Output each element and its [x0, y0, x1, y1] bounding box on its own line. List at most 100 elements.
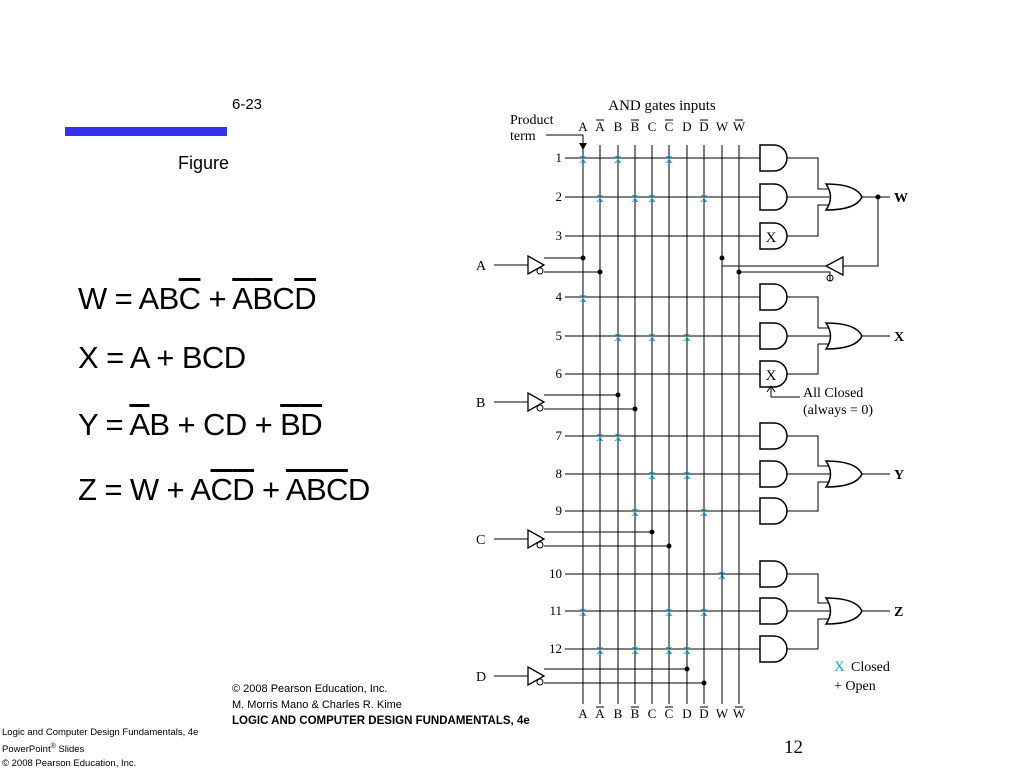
closed-x-mark: x — [683, 642, 691, 658]
literal-a: A — [138, 281, 159, 316]
closed-x-mark: x — [665, 642, 673, 658]
row-label-1: 1 — [556, 150, 563, 165]
plus-sign: + — [246, 407, 281, 442]
equation-y: Y = AB + CD + BD — [78, 407, 323, 443]
and-gate — [759, 222, 788, 250]
closed-x-mark: x — [631, 642, 639, 658]
or-input-wire — [787, 343, 830, 375]
junction-dot — [597, 269, 603, 275]
junction-dot — [719, 255, 725, 261]
and-gate — [759, 322, 788, 350]
and-gate — [759, 597, 788, 625]
closed-x-mark: x — [631, 190, 639, 206]
literal-c: C — [201, 340, 224, 375]
equation-lhs: X = — [78, 340, 130, 375]
or-input-wire — [787, 618, 830, 650]
literal-a-bar: A — [129, 407, 150, 442]
column-label-b-bottom: B — [614, 706, 623, 721]
closed-x-mark: x — [648, 467, 656, 483]
equation-lhs: Z = — [78, 472, 130, 507]
column-label-w-bar-bottom: W — [733, 706, 746, 721]
junction-dot — [580, 255, 586, 261]
literal-c: C — [203, 407, 225, 442]
and-gate — [759, 635, 788, 663]
input-buffer — [527, 665, 546, 687]
literal-b-bar: B — [252, 281, 273, 316]
figure-number: 6-23 — [232, 96, 263, 113]
column-label-b-bar-bottom: B — [631, 706, 640, 721]
row-label-10: 10 — [549, 566, 562, 581]
literal-b: B — [149, 407, 170, 442]
row-label-12: 12 — [549, 641, 562, 656]
junction-dot — [736, 269, 742, 275]
or-input-wire — [787, 296, 830, 329]
literal-a-bar: A — [232, 281, 253, 316]
junction-dot — [684, 666, 690, 672]
literal-c-bar: C — [326, 472, 348, 507]
page-number: 12 — [784, 737, 803, 758]
footer-copyright: © 2008 Pearson Education, Inc. — [2, 758, 137, 770]
output-label-z: Z — [894, 605, 903, 620]
input-buffer — [527, 391, 546, 413]
literal-b: B — [181, 340, 203, 375]
product-term-label: Product — [510, 113, 554, 128]
column-label-w-top: W — [716, 119, 729, 134]
column-label-a-bar-top: A — [595, 119, 605, 134]
input-buffer — [527, 254, 546, 276]
credit-copyright: © 2008 Pearson Education, Inc. — [232, 683, 388, 695]
closed-x-mark: x — [665, 604, 673, 620]
row-label-4: 4 — [556, 289, 563, 304]
output-label-w: W — [894, 191, 908, 206]
inversion-bubble — [536, 541, 544, 549]
legend-open: + Open — [834, 679, 876, 694]
row-label-6: 6 — [556, 366, 563, 381]
closed-x-mark: x — [596, 429, 604, 445]
column-label-d-bar-bottom: D — [699, 706, 708, 721]
row-label-3: 3 — [556, 228, 563, 243]
literal-d: D — [224, 407, 247, 442]
inversion-bubble — [536, 678, 544, 686]
input-label-b: B — [476, 396, 485, 411]
and-gate — [759, 360, 788, 388]
or-gate — [824, 322, 863, 350]
and-gate — [759, 144, 788, 172]
credit-authors: M. Morris Mano & Charles R. Kime — [232, 699, 402, 711]
junction-dot — [615, 392, 621, 398]
literal-b-bar: B — [305, 472, 327, 507]
row-label-7: 7 — [556, 428, 563, 443]
closed-x-mark: x — [614, 329, 622, 345]
literal-d-bar: D — [232, 472, 255, 507]
closed-x-mark: x — [579, 290, 587, 306]
or-gate — [824, 597, 863, 625]
input-label-d: D — [476, 670, 486, 685]
junction-dot — [632, 406, 638, 412]
closed-x-mark: x — [614, 151, 622, 167]
literal-d: D — [223, 340, 246, 375]
row-label-8: 8 — [556, 466, 563, 481]
output-label-y: Y — [894, 468, 904, 483]
literal-b: B — [158, 281, 180, 316]
column-label-d-top: D — [682, 119, 691, 134]
closed-x-mark: x — [700, 604, 708, 620]
equation-w: W = ABC + ABCD — [78, 281, 317, 317]
all-closed-note: (always = 0) — [803, 403, 873, 418]
input-label-c: C — [476, 533, 485, 548]
product-term-arrow — [546, 134, 584, 147]
literal-w: W — [129, 472, 159, 507]
junction-dot — [701, 680, 707, 686]
column-label-b-bar-top: B — [631, 119, 640, 134]
column-label-d-bottom: D — [682, 706, 691, 721]
and-gate — [759, 497, 788, 525]
and-gates-header: AND gates inputs — [608, 98, 716, 114]
title-accent-bar — [65, 127, 227, 136]
and-gate — [759, 422, 788, 450]
or-input-wire — [787, 481, 830, 512]
feedback-buffer — [824, 255, 844, 277]
junction-dot — [666, 543, 672, 549]
w-comp-wire — [739, 271, 831, 281]
row-label-5: 5 — [556, 328, 563, 343]
column-label-c-bar-bottom: C — [665, 706, 674, 721]
always-zero-x-mark: X — [766, 230, 777, 246]
legend-closed: Closed — [851, 660, 890, 675]
